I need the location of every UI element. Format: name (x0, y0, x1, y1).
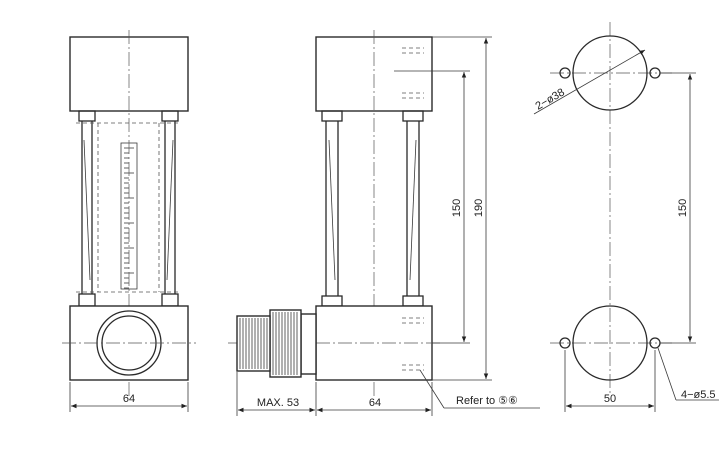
side-view: MAX. 53 64 150 190 Refer to ⑤⑥ (228, 30, 540, 416)
side-knob-knurl (239, 318, 268, 369)
side-inner-height-label: 150 (451, 199, 463, 217)
front-scale-ticks (124, 147, 134, 289)
side-valve-body (269, 309, 302, 378)
top-left-small-hole (559, 67, 571, 79)
front-top-bolt-right (161, 110, 179, 122)
bottom-left-small-hole (559, 337, 571, 349)
front-bottom-bolt-left (78, 293, 96, 307)
large-hole-label: 2−ø38 (534, 86, 567, 112)
side-width-label: 64 (369, 397, 381, 409)
small-hole-label: 4−ø5.5 (681, 389, 716, 401)
side-bottom-bolt-right (402, 295, 424, 307)
hole-horizontal-label: 50 (604, 393, 616, 405)
front-width-label: 64 (123, 393, 135, 405)
side-top-bolt-left (321, 110, 343, 122)
front-bottom-bolt-right (161, 293, 179, 307)
front-top-bolt-left (78, 110, 96, 122)
side-overall-height-label: 190 (473, 199, 485, 217)
side-valve-knob (236, 315, 271, 372)
mounting-view: 2−ø38 150 50 4−ø5.5 (534, 22, 719, 412)
front-view: 64 (62, 30, 196, 412)
side-valve-knurl (272, 312, 298, 375)
refer-note: Refer to ⑤⑥ (456, 395, 518, 407)
side-valve-nut (300, 313, 317, 375)
side-bottom-bolt-left (321, 295, 343, 307)
side-max-label: MAX. 53 (257, 397, 299, 409)
side-top-bolt-right (402, 110, 424, 122)
hole-vertical-label: 150 (677, 199, 689, 217)
top-large-hole (572, 35, 648, 111)
bottom-large-hole (572, 305, 648, 381)
